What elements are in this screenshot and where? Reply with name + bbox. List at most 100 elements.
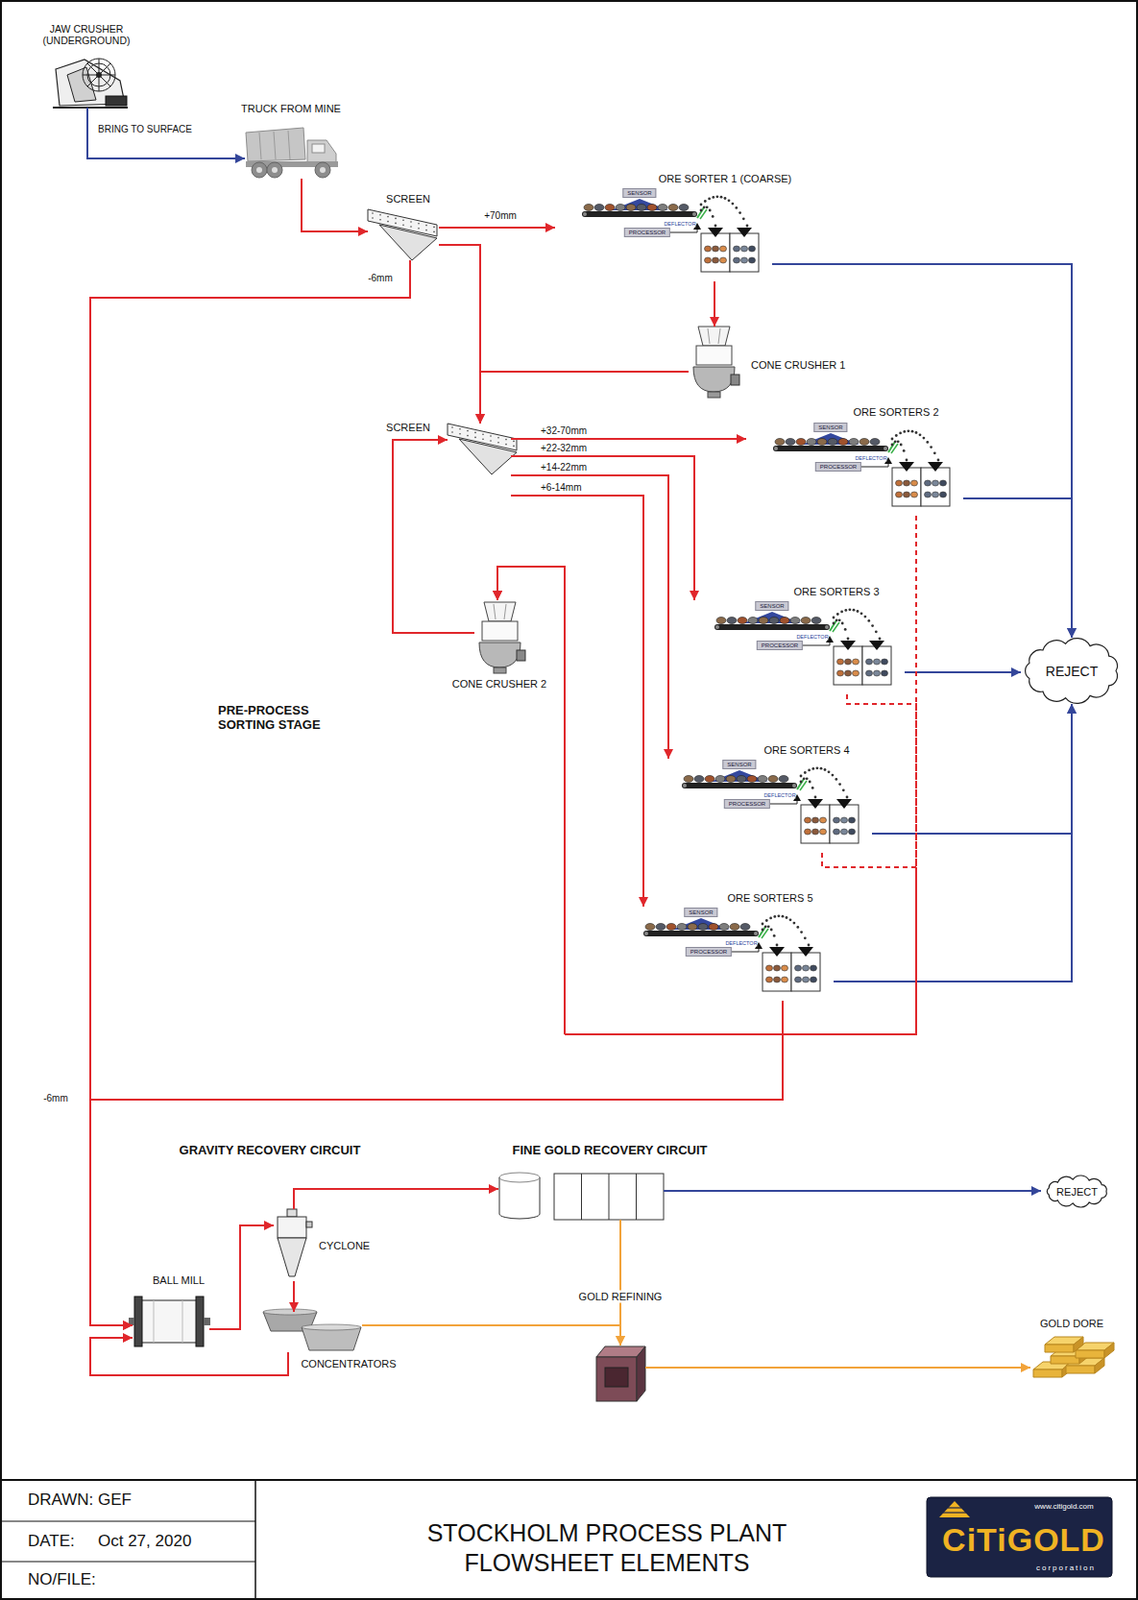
ore-sorter-icon-part xyxy=(848,607,852,611)
ore-sorter-icon-part xyxy=(907,429,911,433)
ore-sorter-icon-part xyxy=(779,617,790,625)
vibrating-screen-icon-part xyxy=(410,220,412,223)
vibrating-screen-icon-part xyxy=(387,216,389,218)
ore-sorter-icon-part xyxy=(773,445,889,452)
ore-sorter-icon-part xyxy=(700,203,703,207)
title-block-lines-part xyxy=(0,1521,256,1523)
vibrating-screen-icon-part xyxy=(489,435,492,437)
ore-sorter-icon-part xyxy=(700,209,703,213)
ore-sorter-icon-part xyxy=(777,914,781,918)
cone-crusher-icon xyxy=(479,602,526,674)
jaw-crusher: JAW CRUSHER (UNDERGROUND) xyxy=(50,55,128,108)
ore-sorter-icon-part xyxy=(749,245,756,252)
ore-sorter-icon-part xyxy=(838,438,848,446)
ore-sorter-icon-part xyxy=(911,430,915,434)
ore-sorter-icon xyxy=(581,194,759,272)
ore-sorter-icon-part xyxy=(932,491,940,498)
flow-label: +32-70mm xyxy=(538,425,589,437)
ore-sorter-icon-part xyxy=(644,931,649,936)
fine-gold-circuit: FINE GOLD RECOVERY CIRCUIT xyxy=(498,1171,664,1220)
ore-sorter-icon-part xyxy=(741,245,749,252)
cone-crusher: CONE CRUSHER 1 xyxy=(688,326,740,399)
ore-sorter-icon-part xyxy=(895,480,903,486)
ore-sorter-icon-part xyxy=(781,976,789,983)
ore-sorter-icon-part xyxy=(704,245,712,252)
ore-sorter-icon-part xyxy=(615,204,626,212)
ore-sorter-icon-part xyxy=(902,449,906,453)
ore-sorter-icon-part xyxy=(891,443,895,447)
ore-sorter-icon-part xyxy=(799,930,803,934)
flow-connector xyxy=(87,107,245,159)
jaw-crusher-icon-part xyxy=(105,96,127,106)
gold-bars-icon-part xyxy=(1104,1342,1114,1358)
sensor-tag: SENSOR xyxy=(754,601,789,611)
ore-sorter-icon-part xyxy=(798,946,814,957)
flow-connector xyxy=(438,226,556,229)
ore-sorter-icon-part xyxy=(891,443,898,454)
equipment-label: CYCLONE xyxy=(316,1239,372,1253)
equipment-label: TRUCK FROM MINE xyxy=(239,102,343,116)
ore-sorter-icon-part xyxy=(873,658,881,665)
ore-sorter-icon-part xyxy=(824,625,829,630)
ore-sorter-icon-part xyxy=(924,491,932,498)
logo-wordmark: CiTiGOLD xyxy=(940,1521,1108,1558)
ore-sorter-icon-part xyxy=(836,612,840,616)
logo-panel-part xyxy=(943,1511,967,1513)
ore-sorter-icon-part xyxy=(841,828,848,835)
ore-sorter-icon xyxy=(643,914,821,992)
ore-sorter-icon-part xyxy=(799,780,807,791)
cloud-outline xyxy=(1025,638,1118,704)
sensor-tag: SENSOR xyxy=(683,907,718,918)
ore-sorter-icon-part xyxy=(896,439,900,443)
ore-sorter-icon-part xyxy=(731,202,735,206)
title-block-lines xyxy=(0,1479,1138,1600)
flow-connector xyxy=(90,260,411,1326)
ball-mill-icon xyxy=(128,1296,211,1347)
flow-connector xyxy=(904,671,1021,674)
ore-sorter-icon-part xyxy=(802,976,810,983)
ore-sorter-icon-part xyxy=(729,947,759,952)
ore-sorter-icon-part xyxy=(767,924,771,928)
ore-sorter-icon xyxy=(773,429,950,507)
processor-tag: PROCESSOR xyxy=(815,461,862,472)
ore-sorter-icon-part xyxy=(700,209,707,219)
ore-sorter-icon-part xyxy=(870,438,880,446)
flow-label: BRING TO SURFACE xyxy=(96,123,194,136)
ore-sorter-icon-part xyxy=(842,788,846,792)
ball-mill: BALL MILL xyxy=(132,1290,210,1353)
ore-sorter-icon-part xyxy=(811,786,815,790)
ore-sorter-icon-part xyxy=(746,224,750,228)
flow-label: +70mm xyxy=(482,210,519,222)
flow-connector xyxy=(645,1366,1031,1369)
ore-sorter-icon-part xyxy=(852,670,860,677)
dump-truck-icon-part xyxy=(319,167,326,173)
ore-sorter-icon-part xyxy=(881,670,889,677)
dump-truck-icon-part xyxy=(314,162,331,178)
ore-sorter-icon-part xyxy=(800,617,811,625)
vibrating-screen-icon-part xyxy=(447,423,517,451)
vibrating-screen-icon xyxy=(367,209,437,261)
ore-sorter-icon-part xyxy=(775,944,779,947)
dump-truck-icon xyxy=(245,127,339,178)
ore-sorter-icon-part xyxy=(827,770,831,774)
ore-sorter-icon-part xyxy=(636,204,647,212)
reject-label: REJECT xyxy=(1043,664,1100,678)
jaw-crusher-icon-part xyxy=(87,63,111,87)
ore-sorter-icon-part xyxy=(804,817,812,824)
equipment-label: CONE CRUSHER 1 xyxy=(749,359,848,372)
ore-sorter-icon-part xyxy=(778,775,789,783)
ore-sorter-icon-part xyxy=(734,206,738,210)
ore-sorter-icon-part xyxy=(705,205,709,209)
vibrating-screen-icon-part xyxy=(474,436,477,439)
ore-sorter-icon-part xyxy=(697,207,704,218)
dump-truck-icon-part xyxy=(271,167,278,173)
ore-sorter-icon-part xyxy=(796,438,806,446)
ore-sorter-icon-part xyxy=(720,195,724,199)
ore-sorter-icon-part xyxy=(683,775,694,783)
ore-sorter-icon-part xyxy=(805,776,809,780)
title-block-lines-part xyxy=(0,1561,256,1563)
ore-sorter-icon-part xyxy=(711,195,715,199)
flow-connector xyxy=(301,178,368,232)
processor-tag: PROCESSOR xyxy=(724,799,771,809)
